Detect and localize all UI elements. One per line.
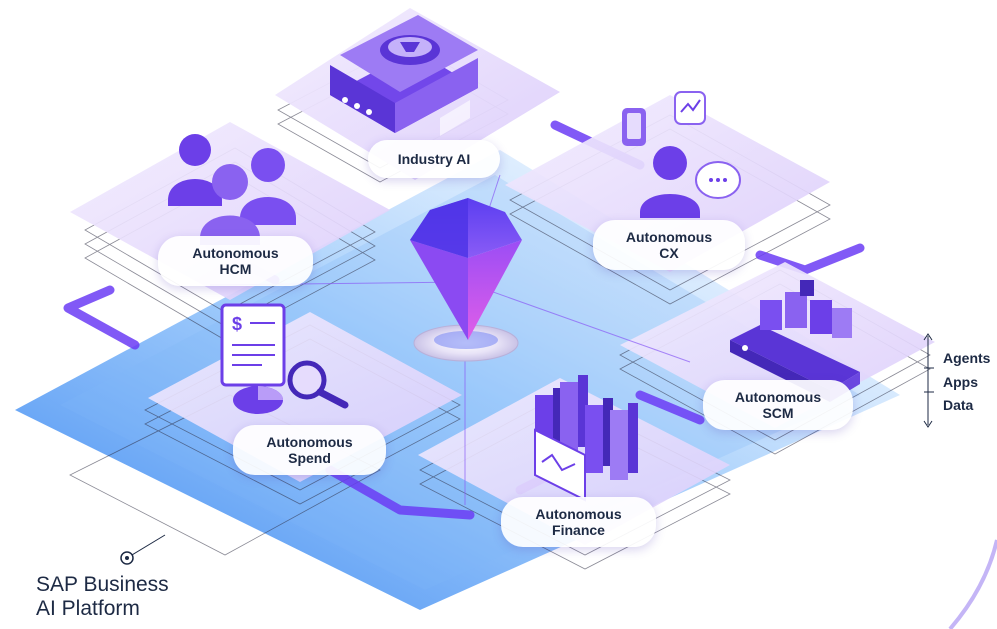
tile-cx <box>505 95 830 272</box>
decorative-arc <box>948 539 997 629</box>
finance-line1: Autonomous <box>535 506 622 522</box>
customer-chat-icon <box>622 91 741 218</box>
industry-ai-label: Industry AI <box>368 140 500 178</box>
factory-icon <box>330 15 478 136</box>
layer-agents-label: Agents <box>943 350 991 366</box>
platform-title-line1: SAP Business <box>36 573 169 596</box>
layer-data-label: Data <box>943 397 974 413</box>
finance-label: Autonomous Finance <box>501 497 656 547</box>
scm-label: Autonomous SCM <box>703 380 853 430</box>
platform-base-glow <box>60 175 860 590</box>
svg-text:$: $ <box>232 314 242 334</box>
layer-bracket <box>923 333 934 428</box>
cx-label: Autonomous CX <box>593 220 745 270</box>
spend-line1: Autonomous <box>266 434 353 450</box>
finance-line2: Finance <box>552 522 605 538</box>
spend-line2: Spend <box>288 450 331 466</box>
finance-chart-icon <box>534 375 638 502</box>
industry-ai-text: Industry AI <box>397 151 471 167</box>
cx-line1: Autonomous <box>625 229 713 245</box>
platform-title: SAP Business AI Platform <box>36 573 169 621</box>
hcm-label: Autonomous HCM <box>158 236 313 286</box>
tile-hcm <box>70 122 390 300</box>
hcm-line2: HCM <box>219 261 252 277</box>
spend-label: Autonomous Spend <box>233 425 386 475</box>
layer-apps-label: Apps <box>943 374 978 390</box>
invoice-analysis-icon: $ <box>220 303 349 414</box>
platform-pin-icon <box>120 534 166 565</box>
cx-line2: CX <box>659 245 679 261</box>
platform-title-line2: AI Platform <box>36 597 140 620</box>
scm-line1: Autonomous <box>734 389 822 405</box>
ai-gem-icon <box>410 198 522 362</box>
hcm-line1: Autonomous <box>192 245 279 261</box>
scm-line2: SCM <box>762 405 794 421</box>
